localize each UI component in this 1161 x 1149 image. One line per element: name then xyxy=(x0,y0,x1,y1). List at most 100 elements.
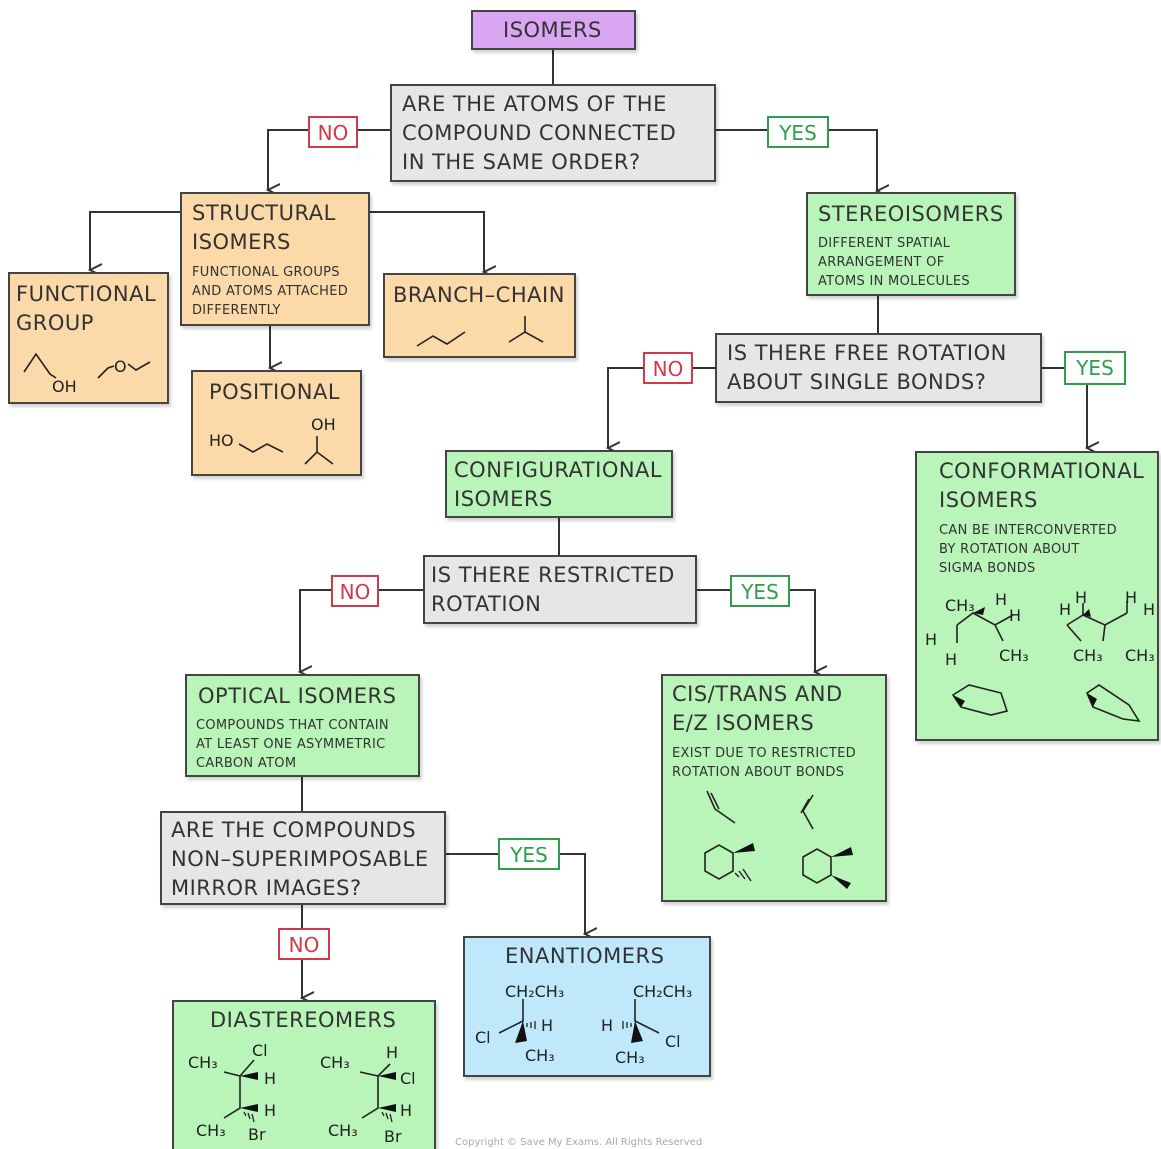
d1-h-top: H xyxy=(264,1069,276,1088)
diastereomers-title: DIASTEREOMERS xyxy=(210,1008,397,1032)
q3-line-2: ROTATION xyxy=(431,592,542,616)
q3-line-1: IS THERE RESTRICTED xyxy=(431,563,675,587)
conformational-title-1: CONFORMATIONAL xyxy=(939,459,1145,483)
ether-o-label: O xyxy=(114,357,127,376)
cis-trans-structures xyxy=(704,790,853,889)
oh-label-2: OH xyxy=(311,415,336,434)
configurational-isomers-node: CONFIGURATIONAL ISOMERS xyxy=(445,450,673,518)
enantiomer-2-ch2ch3: CH₂CH₃ xyxy=(633,982,692,1001)
h-8: H xyxy=(1143,600,1155,619)
h-7: H xyxy=(1125,588,1137,607)
enantiomer-1-cl: Cl xyxy=(475,1028,491,1047)
structural-desc-2: AND ATOMS ATTACHED xyxy=(192,284,349,299)
isomers-title: ISOMERS xyxy=(503,18,602,42)
conformational-structures: CH₃ H H H H CH₃ H H H H CH₃ CH₃ xyxy=(925,588,1155,723)
configurational-title-2: ISOMERS xyxy=(454,487,553,511)
q4-no-badge: NO xyxy=(278,928,330,960)
conformational-title-2: ISOMERS xyxy=(939,488,1038,512)
h-4: H xyxy=(945,650,957,669)
isomers-node: ISOMERS xyxy=(471,10,636,50)
enantiomers-title: ENANTIOMERS xyxy=(505,944,665,968)
conformational-desc-1: CAN BE INTERCONVERTED xyxy=(939,523,1117,538)
q4-line-1: ARE THE COMPOUNDS xyxy=(171,818,417,842)
question-mirror-images: ARE THE COMPOUNDS NON–SUPERIMPOSABLE MIR… xyxy=(160,811,446,905)
d1-ch3-bottom: CH₃ xyxy=(196,1121,226,1140)
q2-yes-badge: YES xyxy=(1064,351,1126,385)
branch-chain-structures xyxy=(416,316,544,347)
enantiomers-node: ENANTIOMERS xyxy=(463,936,711,1077)
q1-yes-badge: YES xyxy=(767,116,829,148)
stereo-title: STEREOISOMERS xyxy=(818,202,1004,226)
stereo-desc-2: ARRANGEMENT OF xyxy=(818,255,945,270)
ch3-1: CH₃ xyxy=(945,596,975,615)
d2-h-bottom: H xyxy=(400,1101,412,1120)
d2-h-top: H xyxy=(386,1043,398,1062)
q2-line-1: IS THERE FREE ROTATION xyxy=(727,341,1007,365)
conformational-desc-3: SIGMA BONDS xyxy=(939,561,1036,576)
optical-desc-1: COMPOUNDS THAT CONTAIN xyxy=(196,718,389,733)
enantiomer-1-ch3: CH₃ xyxy=(525,1046,555,1065)
branch-chain-node: BRANCH–CHAIN xyxy=(383,273,576,358)
q1-no-badge: NO xyxy=(308,116,358,148)
stereo-desc-1: DIFFERENT SPATIAL xyxy=(818,236,951,251)
q1-line-3: IN THE SAME ORDER? xyxy=(402,150,641,174)
cistrans-desc-2: ROTATION ABOUT BONDS xyxy=(672,765,845,780)
h-6: H xyxy=(1075,588,1087,607)
d1-h-bottom: H xyxy=(264,1101,276,1120)
stereoisomers-node: STEREOISOMERS DIFFERENT SPATIAL ARRANGEM… xyxy=(806,192,1016,296)
structural-desc-3: DIFFERENTLY xyxy=(192,303,281,318)
enantiomer-2-cl: Cl xyxy=(665,1032,681,1051)
positional-node: POSITIONAL xyxy=(191,370,362,476)
configurational-title-1: CONFIGURATIONAL xyxy=(454,458,663,482)
structural-title-2: ISOMERS xyxy=(192,230,291,254)
d1-br: Br xyxy=(248,1125,266,1144)
ho-label: HO xyxy=(209,431,234,450)
enantiomer-1-ch2ch3: CH₂CH₃ xyxy=(505,982,564,1001)
structural-isomers-node: STRUCTURAL ISOMERS FUNCTIONAL GROUPS AND… xyxy=(180,192,370,326)
d1-cl: Cl xyxy=(252,1041,268,1060)
optical-desc-2: AT LEAST ONE ASYMMETRIC xyxy=(196,737,386,752)
stereo-desc-3: ATOMS IN MOLECULES xyxy=(818,274,970,289)
h-2: H xyxy=(1009,606,1021,625)
functional-group-structures: OH O xyxy=(23,352,151,396)
h-5: H xyxy=(1059,600,1071,619)
q3-no-badge: NO xyxy=(331,575,379,607)
q2-line-2: ABOUT SINGLE BONDS? xyxy=(727,370,987,394)
optical-desc-3: CARBON ATOM xyxy=(196,756,297,771)
oh-label: OH xyxy=(52,377,77,396)
enantiomer-2-h: H xyxy=(601,1016,613,1035)
diastereomer-structures: CH₃ Cl H H CH₃ Br CH₃ H Cl H CH₃ Br xyxy=(188,1041,416,1146)
q4-line-3: MIRROR IMAGES? xyxy=(171,876,362,900)
cistrans-title-2: E/Z ISOMERS xyxy=(672,711,815,735)
functional-group-node: FUNCTIONAL GROUP xyxy=(8,272,169,404)
q1-line-1: ARE THE ATOMS OF THE xyxy=(402,92,667,116)
q4-yes-badge: YES xyxy=(498,838,560,870)
cis-trans-isomers-node: CIS/TRANS AND E/Z ISOMERS EXIST DUE TO R… xyxy=(661,674,887,902)
ch3-4: CH₃ xyxy=(1125,646,1155,665)
conformational-desc-2: BY ROTATION ABOUT xyxy=(939,542,1080,557)
functional-title-2: GROUP xyxy=(16,311,94,335)
optical-isomers-node: OPTICAL ISOMERS COMPOUNDS THAT CONTAIN A… xyxy=(185,674,420,777)
d2-cl: Cl xyxy=(400,1069,416,1088)
ch3-2: CH₃ xyxy=(999,646,1029,665)
question-same-order: ARE THE ATOMS OF THE COMPOUND CONNECTED … xyxy=(390,84,716,182)
cistrans-title-1: CIS/TRANS AND xyxy=(672,682,843,706)
branch-chain-title: BRANCH–CHAIN xyxy=(393,283,565,307)
enantiomer-1-h: H xyxy=(541,1016,553,1035)
h-1: H xyxy=(995,590,1007,609)
q3-yes-badge: YES xyxy=(730,575,790,607)
structural-desc-1: FUNCTIONAL GROUPS xyxy=(192,265,340,280)
q2-no-badge: NO xyxy=(643,352,693,384)
positional-title: POSITIONAL xyxy=(209,380,341,404)
enantiomer-2-ch3: CH₃ xyxy=(615,1048,645,1067)
d2-br: Br xyxy=(384,1127,402,1146)
d2-ch3-top: CH₃ xyxy=(320,1053,350,1072)
q4-line-2: NON–SUPERIMPOSABLE xyxy=(171,847,429,871)
optical-title: OPTICAL ISOMERS xyxy=(198,684,397,708)
ch3-3: CH₃ xyxy=(1073,646,1103,665)
question-restricted-rotation: IS THERE RESTRICTED ROTATION xyxy=(423,555,697,624)
enantiomer-structures: CH₂CH₃ Cl H CH₃ CH₂CH₃ H Cl CH₃ xyxy=(475,982,692,1067)
structural-title-1: STRUCTURAL xyxy=(192,201,336,225)
d1-ch3-top: CH₃ xyxy=(188,1053,218,1072)
copyright-footer: Copyright © Save My Exams. All Rights Re… xyxy=(455,1137,703,1148)
